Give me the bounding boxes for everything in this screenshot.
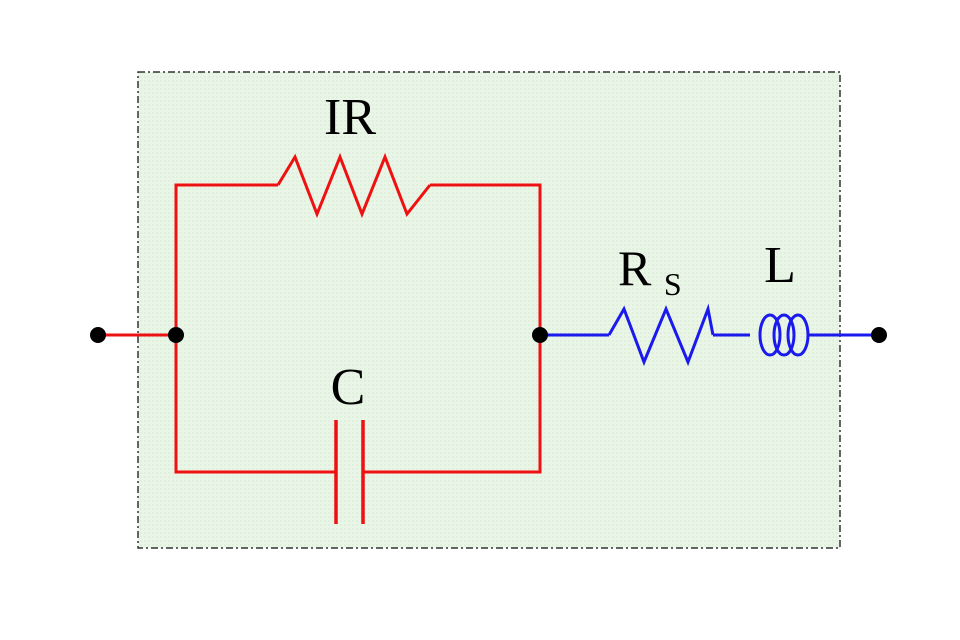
ir-branch-wire-right <box>430 183 542 335</box>
l-label: L <box>764 237 796 294</box>
rs-label-subscript: S <box>664 266 682 302</box>
ir-label: IR <box>324 89 376 146</box>
left-terminal-node <box>90 327 106 343</box>
right-terminal-node <box>871 327 887 343</box>
left-junction-node <box>168 327 184 343</box>
rs-label-main: R <box>618 240 652 296</box>
c-branch-wire-right <box>363 335 542 474</box>
ir-branch-wire <box>174 183 278 335</box>
ir-resistor-symbol <box>276 152 432 219</box>
inductor-symbol <box>758 313 810 357</box>
component-enclosure <box>137 71 841 549</box>
c-branch-wire-left <box>174 335 336 474</box>
c-label: C <box>331 359 366 416</box>
rs-resistor-symbol <box>607 303 715 367</box>
right-junction-node <box>532 327 548 343</box>
rs-label: R S <box>618 240 682 302</box>
